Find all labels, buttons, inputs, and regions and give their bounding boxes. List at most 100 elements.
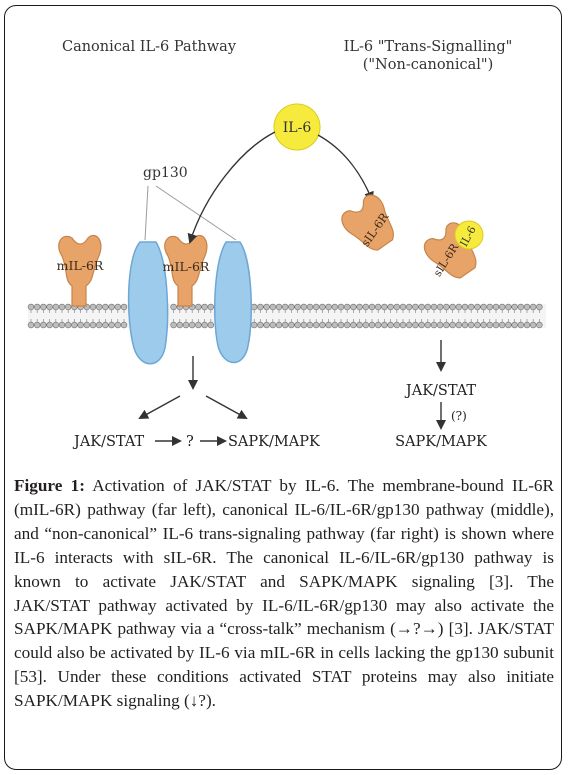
lipid-head: [263, 303, 270, 311]
crosstalk-question: ?: [186, 434, 194, 450]
gp130-pointer-left: [144, 185, 149, 241]
lipid-head: [443, 303, 450, 311]
lipid-head: [393, 321, 400, 329]
lipid-head: [375, 303, 382, 311]
lipid-head: [381, 321, 388, 329]
lipid-head: [344, 303, 351, 311]
lipid-head: [251, 321, 258, 329]
lipid-head: [437, 303, 444, 311]
lipid-head: [424, 303, 431, 311]
lipid-head: [58, 321, 66, 329]
lipid-head: [344, 321, 351, 329]
lipid-head: [505, 303, 512, 311]
lipid-head: [207, 321, 215, 329]
left-jakstat-label: JAK/STAT: [72, 434, 144, 450]
to-jakstat-arrow: [138, 395, 181, 419]
lipid-head: [331, 303, 338, 311]
lipid-head: [64, 321, 72, 329]
lipid-head: [492, 303, 500, 311]
lipid-head: [424, 321, 431, 329]
lipid-head: [300, 303, 307, 311]
lipid-head: [89, 303, 97, 311]
lipid-head: [523, 321, 531, 329]
lipid-head: [102, 321, 109, 329]
figure-label: Figure 1:: [14, 476, 85, 495]
lipid-head: [201, 303, 208, 311]
lipid-head: [269, 303, 276, 311]
lipid-head: [83, 321, 91, 329]
lipid-head: [468, 321, 475, 329]
lipid-head: [461, 321, 469, 329]
gp130-receptor-right: [213, 241, 253, 364]
lipid-head: [418, 303, 425, 311]
lipid-head: [337, 321, 345, 329]
lipid-head: [300, 321, 307, 329]
lipid-head: [362, 303, 369, 311]
lipid-head: [195, 303, 202, 311]
lipid-head: [455, 321, 462, 329]
lipid-head: [430, 303, 438, 311]
figure-caption: Figure 1: Activation of JAK/STAT by IL-6…: [14, 474, 554, 713]
lipid-head: [40, 303, 47, 311]
lipid-head: [58, 303, 66, 311]
lipid-head: [319, 321, 326, 329]
lipid-head: [449, 321, 456, 329]
lipid-head: [412, 321, 419, 329]
left-sapkmapk-label: SAPK/MAPK: [228, 434, 321, 450]
sil6r-il6-complex: IL-6 sIL-6R: [423, 220, 484, 279]
lipid-head: [313, 303, 320, 311]
lipid-head: [282, 321, 289, 329]
il6-to-sil6r-arrow: [317, 134, 374, 202]
lipid-head: [480, 321, 487, 329]
lipid-head: [46, 321, 53, 329]
lipid-head: [40, 321, 47, 329]
lipid-head: [375, 321, 382, 329]
lipid-head: [114, 303, 122, 311]
lipid-head: [468, 303, 475, 311]
lipid-head: [399, 303, 407, 311]
lipid-head: [325, 303, 332, 311]
lipid-head: [387, 303, 394, 311]
lipid-head: [46, 303, 53, 311]
lipid-head: [64, 303, 72, 311]
il6-cytokine: IL-6: [273, 103, 321, 151]
lipid-head: [387, 321, 394, 329]
lipid-head: [176, 321, 184, 329]
lipid-head: [170, 321, 177, 329]
lipid-head: [195, 321, 202, 329]
lipid-head: [536, 321, 543, 329]
lipid-head: [406, 321, 413, 329]
lipid-head: [313, 321, 320, 329]
lipid-head: [350, 321, 357, 329]
lipid-head: [275, 303, 283, 311]
mil6r-middle-label: mIL-6R: [163, 259, 210, 274]
lipid-head: [368, 303, 376, 311]
canonical-pathway-title: Canonical IL-6 Pathway: [62, 39, 237, 55]
lipid-head: [257, 303, 264, 311]
lipid-head: [461, 303, 469, 311]
lipid-head: [486, 303, 493, 311]
lipid-head: [275, 321, 283, 329]
lipid-head: [201, 321, 208, 329]
lipid-head: [536, 303, 543, 311]
lipid-head: [418, 321, 425, 329]
lipid-head: [511, 303, 518, 311]
caption-text: Activation of JAK/STAT by IL-6. The memb…: [14, 476, 554, 711]
trans-signalling-title: IL-6 "Trans-Signalling": [344, 39, 513, 55]
lipid-head: [399, 321, 407, 329]
lipid-head: [474, 303, 481, 311]
lipid-head: [263, 321, 270, 329]
lipid-head: [207, 303, 215, 311]
lipid-head: [356, 321, 363, 329]
lipid-head: [362, 321, 369, 329]
lipid-head: [77, 321, 84, 329]
lipid-head: [120, 321, 128, 329]
lipid-head: [170, 303, 177, 311]
gp130-pointer-right: [155, 185, 237, 241]
lipid-head: [102, 303, 109, 311]
mil6r-left-label: mIL-6R: [57, 258, 104, 273]
lipid-head: [52, 303, 59, 311]
lipid-head: [95, 303, 103, 311]
lipid-head: [189, 321, 196, 329]
lipid-head: [412, 303, 419, 311]
